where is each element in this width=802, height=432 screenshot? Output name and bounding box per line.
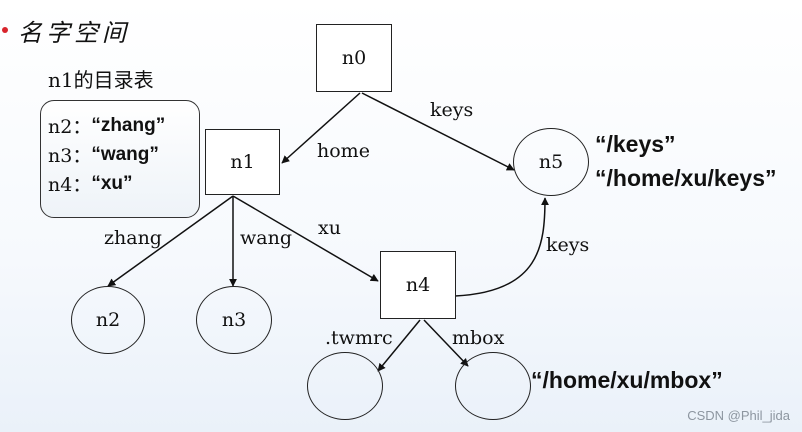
directory-entry-key: n2：	[48, 116, 92, 138]
node-n5-label: n5	[538, 151, 564, 173]
edge-label-wang: wang	[240, 227, 292, 249]
node-n4: n4	[380, 251, 456, 319]
edge-zhang	[107, 195, 234, 287]
edge-keys-n0-n5	[361, 92, 515, 171]
directory-entry-key: n3：	[48, 145, 92, 167]
path-label-home-xu-mbox: “/home/xu/mbox”	[531, 367, 723, 393]
edge-label-home: home	[317, 140, 370, 162]
slide-title-text: 名字空间	[18, 18, 130, 47]
directory-entry-key: n4：	[48, 174, 92, 196]
directory-entry: n2： “zhang”	[48, 111, 199, 140]
path-label-keys: “/keys”	[595, 131, 676, 157]
directory-entry-value: “xu”	[91, 172, 133, 194]
directory-entry-value: “wang”	[91, 143, 159, 165]
directory-entry: n3： “wang”	[48, 140, 199, 169]
watermark: CSDN @Phil_jida	[687, 408, 790, 423]
node-twmrc	[307, 352, 383, 420]
directory-table: n2： “zhang” n3： “wang” n4： “xu”	[40, 100, 200, 218]
node-n3: n3	[196, 286, 272, 354]
node-n5: n5	[513, 128, 589, 196]
edge-keys-n4-n5	[454, 197, 549, 297]
edge-label-keys: keys	[430, 99, 474, 121]
node-n1-label: n1	[230, 151, 255, 173]
edge-xu	[232, 195, 379, 282]
node-n0-label: n0	[341, 47, 367, 69]
edge-label-twmrc: .twmrc	[325, 327, 393, 349]
node-n4-label: n4	[405, 274, 431, 296]
edge-home	[281, 92, 361, 164]
node-n3-label: n3	[221, 309, 247, 331]
edge-label-xu: xu	[318, 217, 341, 239]
node-n2-label: n2	[95, 309, 121, 331]
edge-twmrc	[377, 319, 421, 372]
node-n1: n1	[205, 129, 280, 195]
directory-table-title: n1的目录表	[48, 68, 154, 92]
node-n0: n0	[316, 24, 392, 92]
edge-label-zhang: zhang	[104, 227, 162, 249]
edge-label-keys-n4: keys	[546, 234, 590, 256]
path-label-home-xu-keys: “/home/xu/keys”	[595, 165, 777, 191]
node-mbox	[455, 352, 531, 420]
bullet-icon	[2, 27, 8, 33]
slide-title: 名字空间	[0, 12, 130, 48]
node-n2: n2	[71, 286, 145, 354]
edge-mbox	[423, 319, 469, 367]
edge-label-mbox: mbox	[452, 327, 505, 349]
directory-entry-value: “zhang”	[91, 114, 166, 136]
directory-entry: n4： “xu”	[48, 169, 199, 198]
